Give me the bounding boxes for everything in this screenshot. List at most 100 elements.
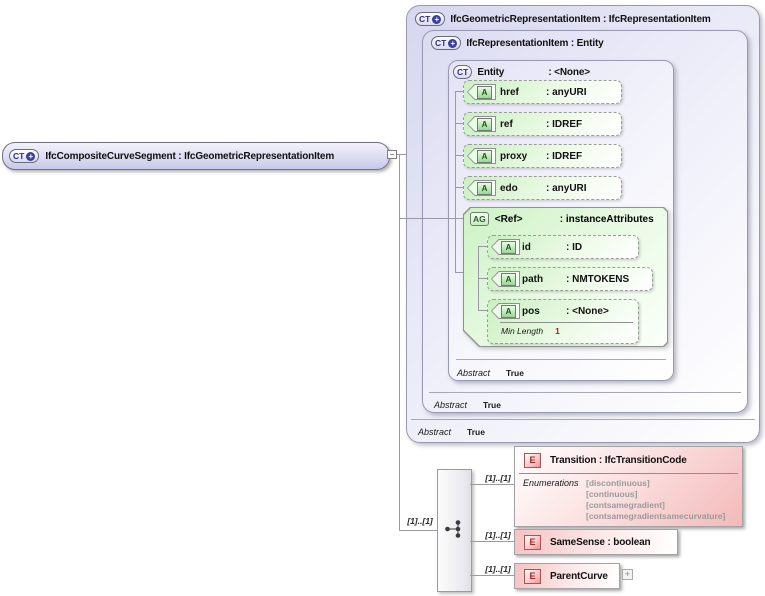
attribute-group-header: AG <Ref> : instanceAttributes [470, 212, 654, 226]
extension-plus-icon: + [26, 151, 36, 161]
element-e-icon: E [524, 534, 541, 550]
attribute-a-icon: A [477, 182, 492, 195]
abstract-value: True [467, 427, 485, 437]
element-header: E Transition : IfcTransitionCode [515, 450, 742, 470]
complex-type-icon: CT [453, 65, 473, 79]
sequence-compositor[interactable] [437, 469, 472, 592]
complex-type-icon: CT+ [431, 36, 462, 50]
attribute-edo[interactable]: A edo : anyURI [463, 176, 622, 200]
element-same-sense[interactable]: E SameSense : boolean [514, 529, 678, 555]
attribute-group-type: : instanceAttributes [559, 213, 654, 225]
enum-value: [continuous] [586, 489, 638, 499]
abstract-label: Abstract [418, 427, 452, 437]
attribute-icon: A [467, 148, 496, 164]
cardinality-label: [1]..[1] [407, 516, 433, 526]
attribute-name: pos [522, 305, 540, 317]
expand-button[interactable]: + [622, 569, 633, 580]
attribute-icon: A [467, 116, 496, 132]
abstract-label: Abstract [434, 400, 468, 410]
attribute-id[interactable]: A id : ID [487, 235, 639, 259]
complex-type-icon-text: CT [435, 38, 447, 48]
attribute-type: : IDREF [546, 118, 583, 130]
attribute-a-icon: A [477, 86, 492, 99]
element-e-icon: E [524, 452, 541, 468]
facet-divider [500, 322, 633, 323]
type-name: Entity [477, 66, 505, 78]
attribute-a-icon: A [477, 150, 492, 163]
element-transition[interactable]: E Transition : IfcTransitionCode Enumera… [514, 446, 743, 527]
abstract-row: Abstract True [418, 422, 485, 440]
attribute-icon: A [491, 271, 520, 287]
connector-line [470, 575, 514, 576]
attribute-path[interactable]: A path : NMTOKENS [487, 267, 653, 291]
attribute-type: : <None> [566, 305, 609, 317]
sequence-icon [445, 520, 461, 538]
attribute-icon: A [491, 303, 520, 319]
attribute-name: proxy [500, 150, 528, 162]
attribute-tree-line [478, 310, 487, 311]
connector-line [470, 541, 514, 542]
enumerations-label: Enumerations [523, 478, 579, 488]
attribute-tree-line [478, 278, 487, 279]
attribute-row: A pos : <None> [488, 300, 638, 322]
attribute-a-icon: A [501, 241, 516, 254]
cardinality-label: [1]..[1] [485, 530, 511, 540]
extension-plus-icon: + [448, 38, 458, 48]
attribute-name: path [522, 273, 544, 285]
connector-line [470, 484, 514, 485]
abstract-value: True [506, 368, 524, 378]
facet-value: 1 [555, 326, 560, 336]
enum-value: [contsamegradient] [586, 500, 665, 510]
collapse-button[interactable]: − [387, 150, 397, 159]
enumerations-list: [discontinuous] [continuous] [contsamegr… [586, 478, 725, 522]
attribute-tree-line [455, 123, 463, 124]
element-e-icon: E [524, 568, 541, 584]
abstract-value: True [483, 400, 501, 410]
type-box-header: CT Entity : <None> [453, 64, 590, 80]
element-title: ParentCurve [550, 570, 608, 582]
complex-type-icon-text: CT [13, 151, 25, 161]
cardinality-label: [1]..[1] [485, 473, 511, 483]
element-title: IfcCompositeCurveSegment : IfcGeometricR… [45, 150, 335, 162]
attribute-type: : ID [566, 241, 583, 253]
type-box-header: CT+ IfcGeometricRepresentationItem : Ifc… [415, 11, 711, 27]
type-title: IfcGeometricRepresentationItem : IfcRepr… [450, 13, 711, 25]
complex-type-icon-text: CT [457, 67, 469, 77]
attribute-tree-line [455, 155, 463, 156]
attribute-name: id [522, 241, 531, 253]
attribute-a-icon: A [477, 118, 492, 131]
attribute-ref[interactable]: A ref : IDREF [463, 112, 622, 136]
divider [411, 419, 755, 420]
element-ifc-composite-curve-segment[interactable]: CT+ IfcCompositeCurveSegment : IfcGeomet… [2, 142, 390, 170]
attribute-name: edo [500, 182, 518, 194]
attribute-type: : anyURI [546, 182, 587, 194]
element-title: Transition : IfcTransitionCode [550, 454, 687, 466]
extension-plus-icon: + [432, 14, 442, 24]
attribute-proxy[interactable]: A proxy : IDREF [463, 144, 622, 168]
element-parent-curve[interactable]: E ParentCurve [514, 563, 620, 589]
attribute-icon: A [467, 180, 496, 196]
type-title: IfcRepresentationItem : Entity [466, 37, 604, 49]
divider [456, 359, 666, 360]
complex-type-icon: CT+ [9, 149, 40, 163]
divider [519, 473, 738, 474]
type-base: : <None> [548, 66, 590, 78]
attribute-tree-line [455, 272, 463, 273]
attribute-tree-line [455, 91, 463, 92]
attribute-href[interactable]: A href : anyURI [463, 80, 622, 104]
connector-line [399, 154, 400, 530]
connector-line [399, 530, 437, 531]
connector-line [388, 154, 406, 155]
enum-value: [discontinuous] [586, 478, 650, 488]
element-title: SameSense : boolean [550, 536, 651, 548]
attribute-a-icon: A [501, 305, 516, 318]
attribute-icon: A [491, 239, 520, 255]
attribute-a-icon: A [501, 273, 516, 286]
abstract-row: Abstract True [434, 395, 501, 413]
attribute-group-name: <Ref> [494, 213, 523, 225]
type-box-header: CT+ IfcRepresentationItem : Entity [431, 35, 604, 51]
attribute-name: href [500, 86, 519, 98]
complex-type-icon-text: CT [419, 14, 431, 24]
